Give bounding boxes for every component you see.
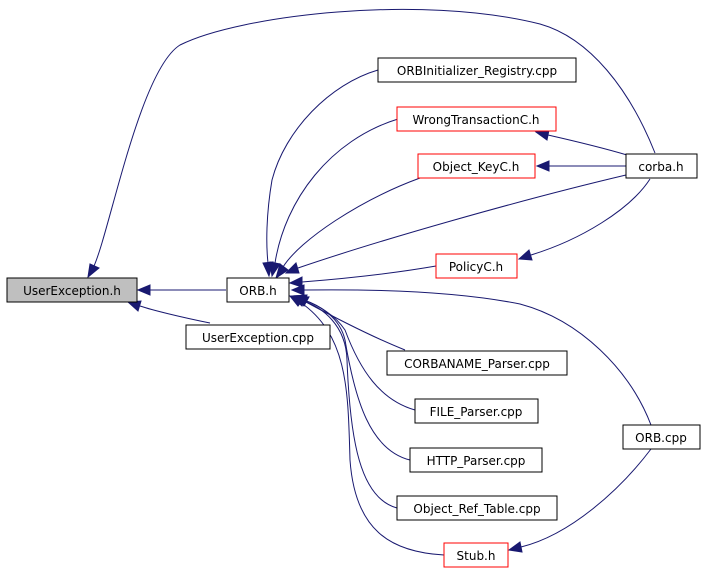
node-wrongtransactionc-h[interactable]: WrongTransactionC.h xyxy=(396,106,557,132)
node-corba-h[interactable]: corba.h xyxy=(625,153,698,179)
edge-policyc-to-orb-h xyxy=(288,265,437,288)
node-label: ORB.h xyxy=(239,284,276,298)
node-label: Object_KeyC.h xyxy=(433,160,520,174)
node-label: ORBInitializer_Registry.cpp xyxy=(397,64,557,78)
node-label: Object_Ref_Table.cpp xyxy=(413,502,540,516)
edge-stub-h-to-orb-h xyxy=(288,295,445,556)
node-orb-h[interactable]: ORB.h xyxy=(226,277,290,303)
node-label: PolicyC.h xyxy=(449,260,503,274)
edge-orb-cpp-to-stub-h xyxy=(507,448,652,553)
node-file-parser-cpp[interactable]: FILE_Parser.cpp xyxy=(414,398,539,424)
node-label: FILE_Parser.cpp xyxy=(430,405,523,419)
node-policyc-h[interactable]: PolicyC.h xyxy=(435,253,518,279)
node-userexception-cpp[interactable]: UserException.cpp xyxy=(185,324,331,350)
edge-orb-h-to-userexception-h xyxy=(136,284,226,296)
node-http-parser-cpp[interactable]: HTTP_Parser.cpp xyxy=(409,447,543,473)
node-stub-h[interactable]: Stub.h xyxy=(443,542,509,568)
node-userexception-h[interactable]: UserException.h xyxy=(6,277,138,303)
node-label: Stub.h xyxy=(457,549,496,563)
edge-corba-h-to-userexception-h xyxy=(87,8,656,279)
node-label: corba.h xyxy=(638,160,683,174)
node-label: WrongTransactionC.h xyxy=(412,113,539,127)
node-orb-cpp[interactable]: ORB.cpp xyxy=(622,424,701,450)
edge-corba-h-to-orb-h xyxy=(284,174,627,274)
edge-corba-h-to-wrongtransaction xyxy=(534,129,628,156)
node-object-keyc-h[interactable]: Object_KeyC.h xyxy=(417,153,536,179)
node-label: HTTP_Parser.cpp xyxy=(427,454,526,468)
node-object-ref-table-cpp[interactable]: Object_Ref_Table.cpp xyxy=(396,495,558,521)
node-label: ORB.cpp xyxy=(635,431,687,445)
node-label: UserException.cpp xyxy=(202,331,314,345)
edge-corba-h-to-objectkey xyxy=(535,160,626,172)
edge-httpparser-to-orb-h xyxy=(290,294,411,461)
edge-corba-h-to-policyc xyxy=(517,178,651,261)
node-corbaname-parser-cpp[interactable]: CORBANAME_Parser.cpp xyxy=(386,350,568,376)
edge-orb-cpp-to-orb-h xyxy=(290,284,652,426)
edge-userexception-cpp-to-userexception-h xyxy=(126,300,211,324)
node-orbinitializer-registry-cpp[interactable]: ORBInitializer_Registry.cpp xyxy=(377,57,577,83)
node-label: UserException.h xyxy=(23,284,121,298)
edge-wrongtransaction-to-orb-h xyxy=(269,118,399,278)
edge-orbinitializer-registry-to-orb-h xyxy=(262,69,379,278)
node-label: CORBANAME_Parser.cpp xyxy=(404,357,550,371)
edge-objectkey-to-orb-h xyxy=(275,177,421,280)
